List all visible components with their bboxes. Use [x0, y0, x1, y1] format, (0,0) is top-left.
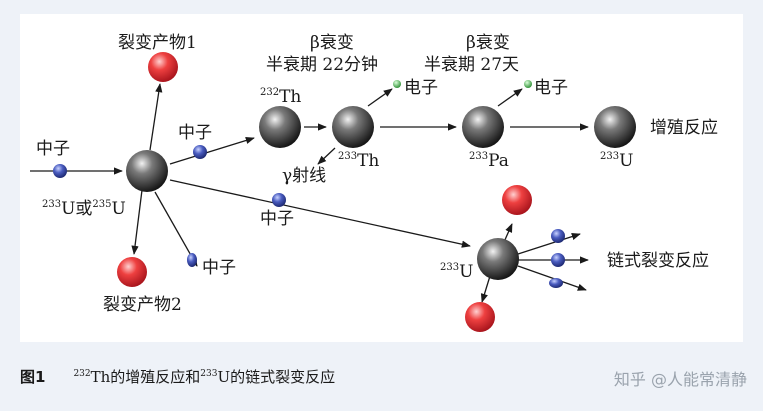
u233-nucleus	[594, 106, 636, 148]
pa233-nucleus	[462, 106, 504, 148]
arrow-fission-product-2	[131, 189, 143, 255]
label-electron-1: 电子	[404, 78, 438, 98]
arrow-gamma	[317, 147, 336, 165]
electron-1	[393, 80, 401, 88]
fission-fragment-3	[502, 185, 532, 215]
arrow-neutron-to-u233	[169, 179, 471, 248]
th233-nucleus	[332, 106, 374, 148]
th232-nucleus	[259, 106, 301, 148]
fission-fragment-4	[465, 302, 495, 332]
figure-caption: 图1 232Th的增殖反应和233U的链式裂变反应	[20, 366, 335, 387]
label-neutron-lower: 中子	[202, 258, 236, 278]
diagram-panel: 裂变产物1 裂变产物2 中子 中子 中子 中子 233U或235U 232Th …	[20, 14, 743, 342]
target-nucleus	[126, 150, 168, 192]
neutron-to-u233	[272, 193, 286, 207]
figure-label: 图1	[20, 368, 46, 386]
label-fission-product-2: 裂变产物2	[103, 295, 182, 315]
label-neutron-to-u233: 中子	[260, 209, 294, 229]
neutron-out-2	[551, 253, 565, 267]
fission-fragment-2	[117, 257, 147, 287]
arrow-u233b-neutron-3	[517, 265, 587, 291]
label-u233: 233U	[600, 151, 633, 171]
neutron-to-th232	[193, 145, 207, 159]
u233b-nucleus	[477, 238, 519, 280]
arrow-u233b-neutron-1	[517, 233, 581, 255]
label-gamma: γ射线	[282, 166, 326, 186]
label-chain: 链式裂变反应	[607, 251, 709, 271]
label-neutron-to-th: 中子	[178, 123, 212, 143]
label-halflife-1: 半衰期 22分钟	[266, 55, 378, 75]
label-neutron-in: 中子	[36, 139, 70, 159]
label-u233b: 233U	[440, 262, 473, 282]
label-th232: 232Th	[260, 87, 301, 107]
arrow-neutron-to-th232	[169, 136, 255, 165]
diagram-svg: 裂变产物1 裂变产物2 中子 中子 中子 中子 233U或235U 232Th …	[30, 33, 718, 332]
label-target-nucleus: 233U或235U	[42, 199, 126, 219]
watermark: 知乎 @人能常清静	[613, 370, 747, 389]
label-electron-2: 电子	[534, 78, 568, 98]
caption-text-b: U的链式裂变反应	[217, 368, 336, 386]
arrow-electron-1	[367, 88, 393, 107]
fission-fragment-1	[148, 52, 178, 82]
label-breeding: 增殖反应	[650, 118, 718, 138]
caption-text-a: Th的增殖反应和	[90, 368, 201, 386]
caption-sup-a: 232	[73, 369, 91, 379]
label-beta-1: β衰变	[310, 33, 354, 53]
label-beta-2: β衰变	[466, 33, 510, 53]
caption-sup-b: 233	[200, 369, 218, 379]
neutron-out-3	[549, 278, 563, 288]
neutron-lower	[187, 253, 197, 267]
arrow-fission-product-1	[149, 83, 163, 151]
label-halflife-2: 半衰期 27天	[424, 55, 519, 75]
arrow-u233b-red-bottom	[480, 275, 491, 303]
label-th233: 233Th	[338, 151, 379, 171]
label-fission-product-1: 裂变产物1	[118, 33, 197, 53]
electron-2	[524, 80, 532, 88]
arrow-electron-2	[497, 88, 523, 107]
neutron-out-1	[551, 229, 565, 243]
arrow-u233b-red-top	[503, 223, 513, 243]
label-pa233: 233Pa	[469, 151, 509, 171]
neutron-incoming	[53, 164, 67, 178]
